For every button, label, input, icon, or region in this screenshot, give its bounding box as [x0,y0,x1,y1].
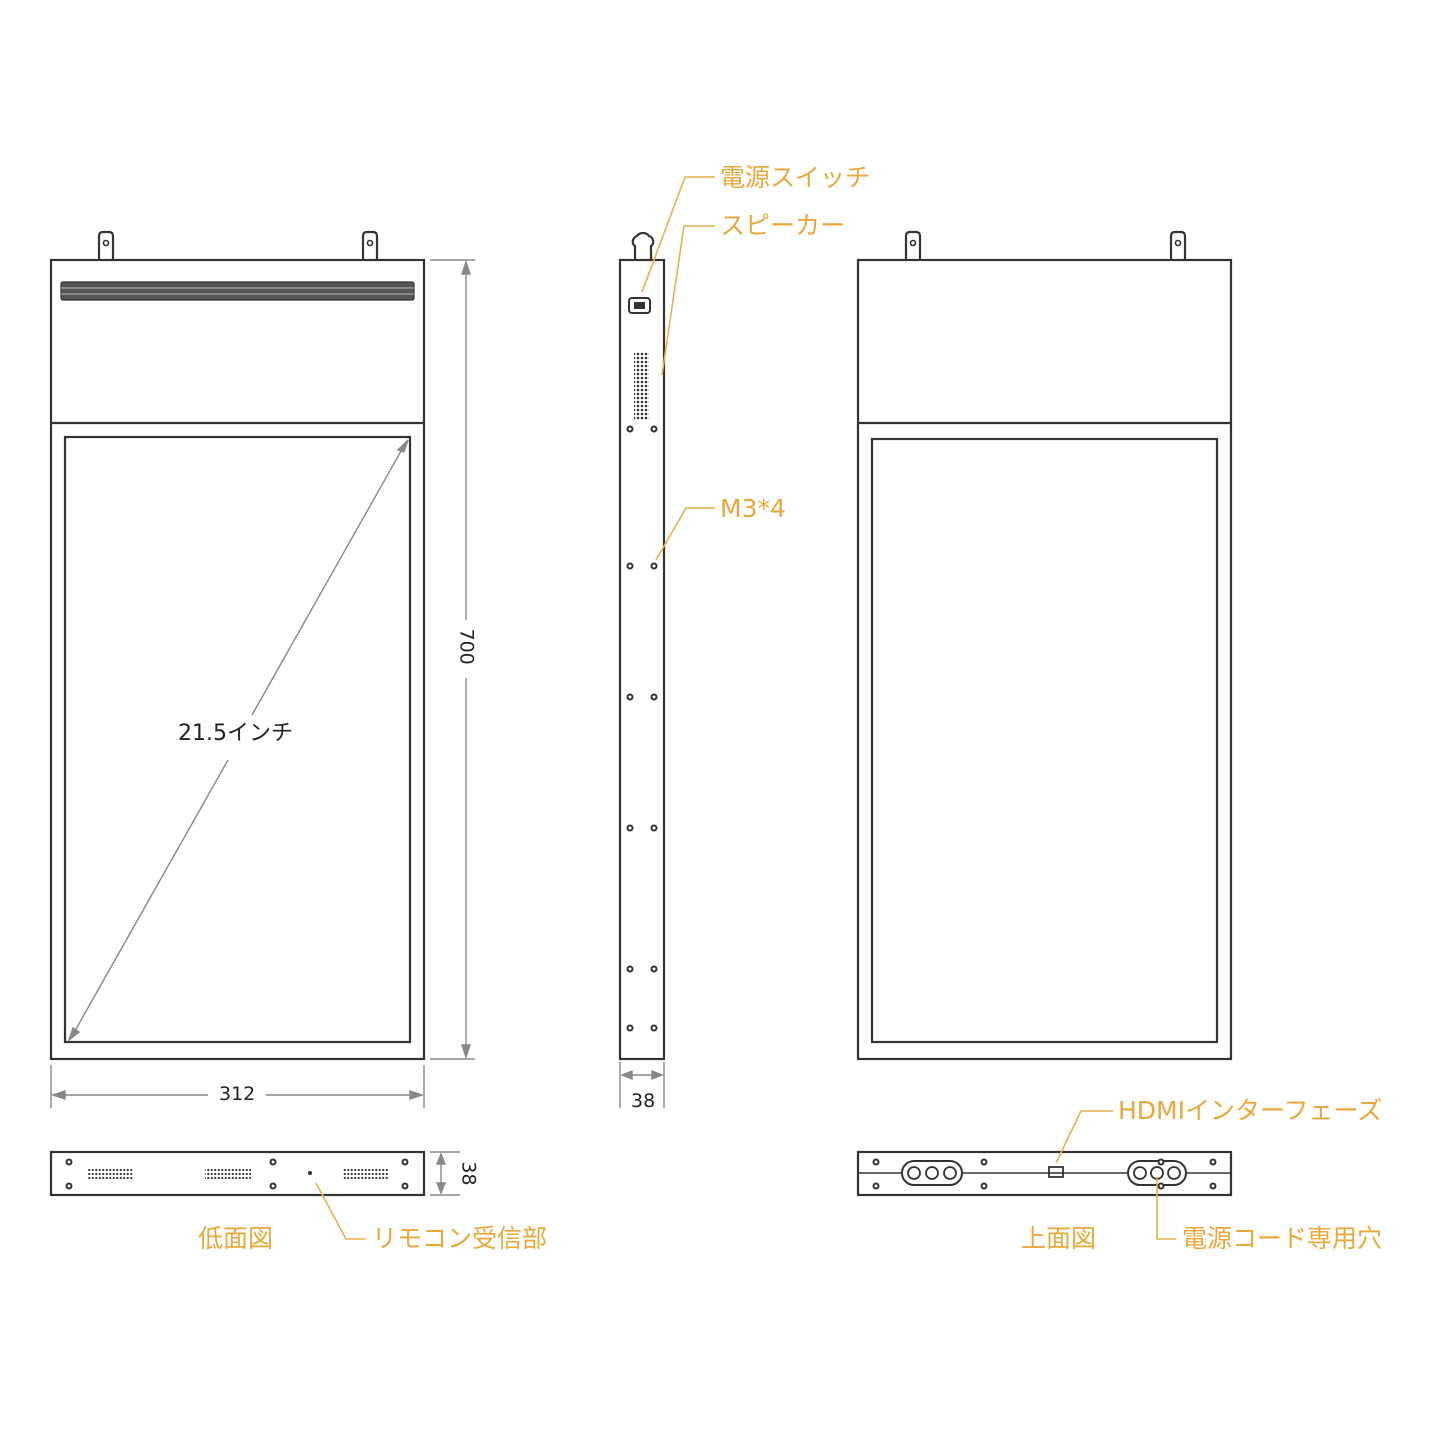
hanging-tab-icon [97,230,115,260]
remote-sensor-icon [308,1171,312,1175]
bottom-view [49,1150,426,1197]
diagonal-size-label: 21.5インチ [178,721,293,746]
width-dimension [50,1065,425,1108]
width-label: 312 [219,1083,256,1105]
remote-callout-leader [315,1182,366,1240]
hdmi-callout: HDMIインターフェーズ [1118,1096,1383,1125]
back-view [856,230,1233,1061]
height-label: 700 [455,628,478,665]
top-view-title: 上面図 [1021,1224,1097,1253]
bottom-depth-label: 38 [457,1161,480,1186]
remote-receiver-callout: リモコン受信部 [372,1224,548,1253]
side-view [618,231,666,1061]
side-depth-dimension [619,1062,665,1108]
power-switch-callout: 電源スイッチ [720,163,871,192]
power-cord-hole-callout: 電源コード専用穴 [1182,1224,1383,1253]
bottom-speaker-grilles [87,1168,389,1179]
hanging-tab-icon [361,230,379,260]
hdmi-port-icon [1048,1166,1064,1178]
bottom-screw-holes [65,1158,409,1190]
side-screw-holes [626,425,658,1032]
screw-callout: M3*4 [720,494,786,523]
bottom-depth-dimension [430,1151,460,1196]
hanging-tab-icon [1169,230,1187,260]
front-view [49,230,426,1061]
callout-leaders [641,176,715,561]
top-callout-leaders [1055,1110,1176,1240]
top-view [856,1150,1233,1197]
speaker-callout: スピーカー [720,211,846,240]
speaker-grille [60,281,415,301]
side-depth-label: 38 [631,1090,656,1112]
hanging-tab-icon [904,230,922,260]
diagonal-dimension [67,439,409,1043]
height-dimension [430,259,475,1060]
top-screw-holes [872,1158,1217,1190]
power-switch-icon [628,297,651,314]
bottom-view-title: 低面図 [198,1224,274,1253]
side-speaker-grille [634,352,649,420]
